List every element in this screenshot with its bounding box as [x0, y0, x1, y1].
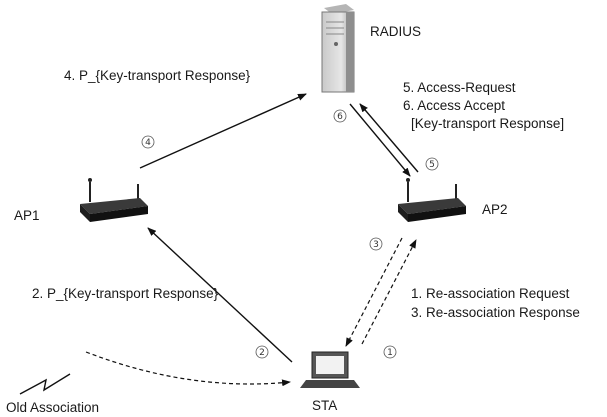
sta-laptop-icon	[300, 351, 360, 388]
svg-text:5: 5	[429, 160, 435, 170]
svg-text:6: 6	[337, 112, 343, 122]
arrow-ap2-to-sta	[345, 237, 403, 347]
step-marker-6: 6	[333, 109, 347, 123]
step-marker-2: 2	[255, 345, 269, 359]
step2-label: 2. P_{Key-transport Response}	[32, 286, 219, 301]
step6-label: 6. Access Accept	[403, 98, 505, 113]
step-marker-1: 1	[383, 345, 397, 359]
lightning-bolt-icon	[19, 373, 71, 395]
ap1-label: AP1	[14, 208, 40, 223]
step-marker-4: 4	[141, 135, 155, 149]
step-marker-5: 5	[425, 157, 439, 171]
arrow-ap2-to-radius	[359, 103, 419, 173]
step6-detail-label: [Key-transport Response]	[411, 116, 564, 131]
svg-text:2: 2	[259, 348, 265, 358]
arrow-ap1-to-radius	[139, 93, 307, 169]
ap1-icon	[80, 178, 148, 222]
old-association-path	[85, 351, 291, 387]
arrow-sta-to-ap1	[147, 227, 293, 363]
svg-text:4: 4	[145, 138, 151, 148]
step1-label: 1. Re-association Request	[411, 286, 570, 301]
step3-label: 3. Re-association Response	[411, 305, 580, 320]
svg-text:3: 3	[373, 240, 379, 250]
ap2-icon	[398, 178, 466, 222]
radius-label: RADIUS	[370, 24, 421, 39]
old-association-label: Old Association	[6, 400, 99, 415]
step-marker-3: 3	[369, 237, 383, 251]
sta-label: STA	[312, 398, 337, 413]
arrow-radius-to-ap2	[349, 103, 411, 177]
ap2-label: AP2	[482, 202, 508, 217]
step4-label: 4. P_{Key-transport Response}	[64, 68, 251, 83]
arrow-sta-to-ap2	[361, 239, 417, 345]
svg-text:1: 1	[387, 348, 393, 358]
step5-label: 5. Access-Request	[403, 80, 516, 95]
radius-server-icon	[321, 4, 355, 93]
